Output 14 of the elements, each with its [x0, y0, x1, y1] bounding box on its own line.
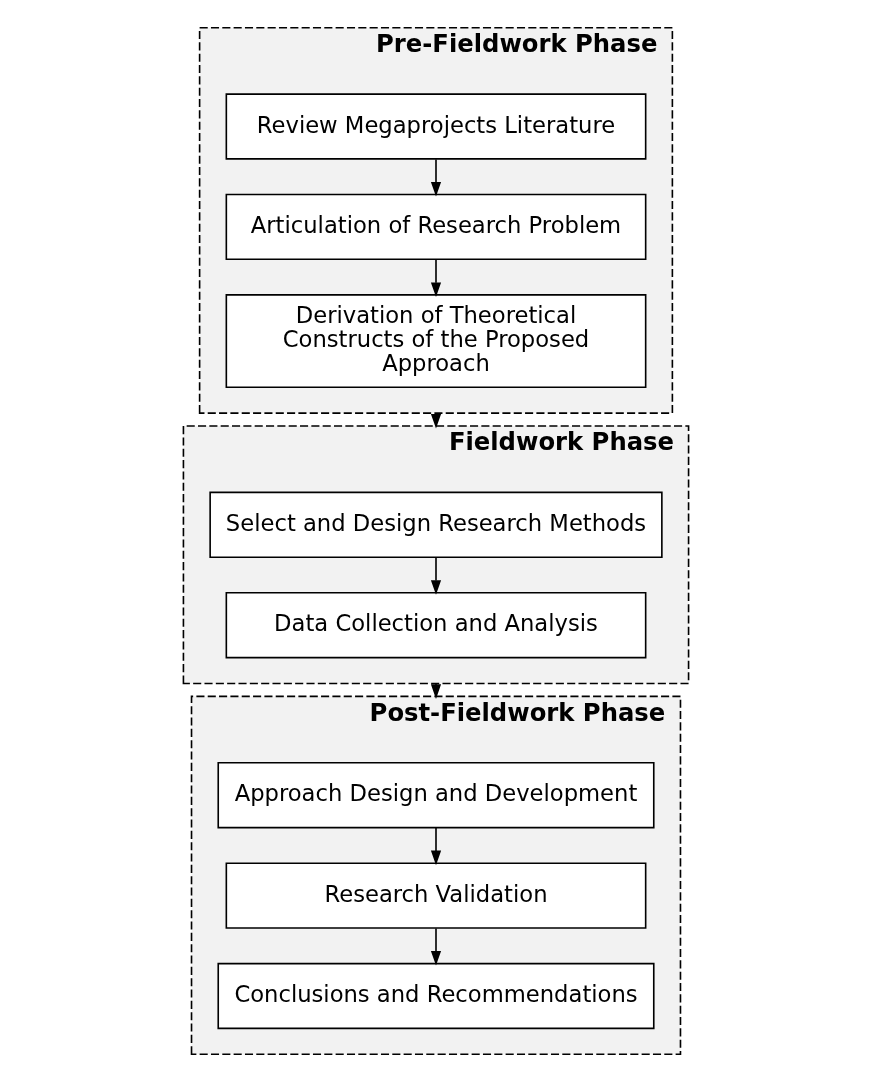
node-box: Articulation of Research Problem [225, 193, 647, 261]
node-box: Research Validation [225, 862, 647, 929]
node-box: Conclusions and Recommendations [217, 962, 655, 1030]
node-box: Review Megaprojects Literature [225, 93, 647, 160]
node-box: Approach Design and Development [217, 762, 655, 829]
arrow [430, 682, 442, 699]
arrow [430, 927, 442, 966]
arrow [430, 556, 442, 595]
arrow [430, 158, 442, 197]
arrow [430, 258, 442, 298]
node-box: Derivation of Theoretical Constructs of the Proposed Approach [225, 294, 647, 388]
node-box: Data Collection and Analysis [225, 592, 647, 659]
node-box: Select and Design Research Methods [209, 491, 663, 558]
arrow [430, 827, 442, 866]
